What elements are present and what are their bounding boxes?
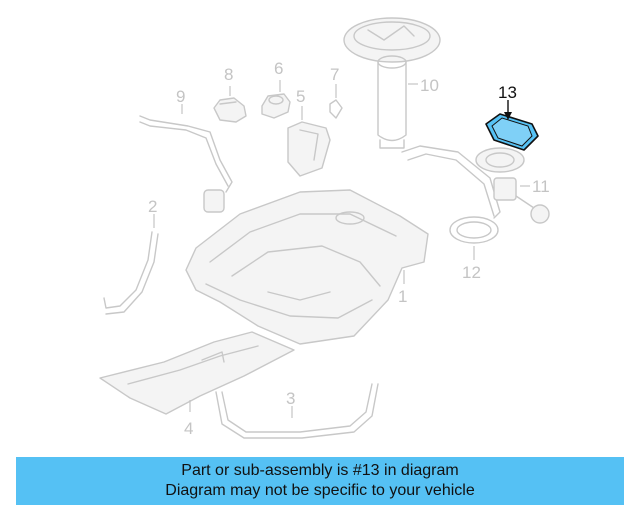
part-13-seal: [485, 113, 539, 151]
callout-2: 2: [148, 197, 157, 216]
banner-line-1: Part or sub-assembly is #13 in diagram: [181, 462, 459, 479]
callout-10: 10: [420, 76, 439, 95]
parts-diagram: 10 13 11 12 8 6 7: [99, 17, 550, 439]
part-7-clip: [329, 99, 343, 119]
part-1-fuel-tank: [185, 189, 429, 345]
part-6-valve: [261, 93, 291, 119]
callout-12: 12: [462, 263, 481, 282]
part-12-lock-ring: [449, 216, 499, 244]
banner-line-2: Diagram may not be specific to your vehi…: [165, 482, 475, 499]
callout-6: 6: [274, 59, 283, 78]
callout-4: 4: [184, 419, 193, 438]
part-11-sender-unit: [401, 145, 550, 224]
callout-1: 1: [398, 287, 407, 306]
callout-11: 11: [532, 177, 550, 196]
callout-7: 7: [330, 65, 339, 84]
callout-8: 8: [224, 65, 233, 84]
part-5-filler-pipe: [287, 121, 331, 177]
part-2-strap: [103, 231, 159, 315]
part-9-vent-hose: [139, 115, 233, 213]
callout-3: 3: [286, 389, 295, 408]
callout-5: 5: [296, 87, 305, 106]
part-4-heat-shield: [99, 331, 295, 415]
callout-9: 9: [176, 87, 185, 106]
part-3-tank-strap: [215, 383, 379, 439]
part-8-cap: [213, 97, 247, 123]
part-10-fuel-pump: [343, 17, 441, 149]
info-banner: Part or sub-assembly is #13 in diagram D…: [16, 457, 624, 505]
callout-13: 13: [498, 83, 517, 102]
